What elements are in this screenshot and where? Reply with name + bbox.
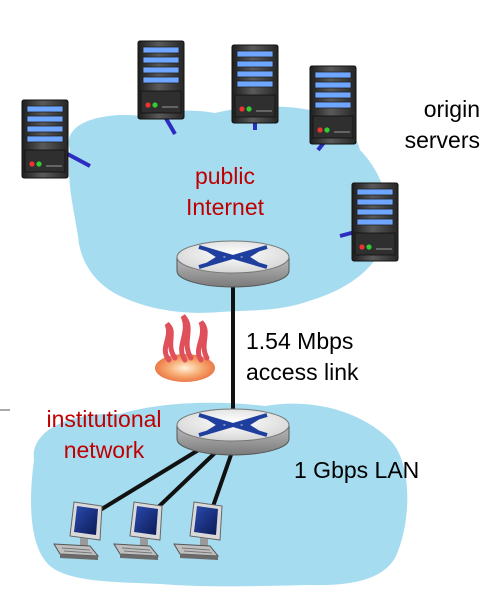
access-link-line-1: 1.54 Mbps <box>246 328 354 354</box>
lan-link-host-1 <box>90 444 207 517</box>
institutional-network-line-1: institutional <box>46 406 162 432</box>
server-icon <box>21 99 69 179</box>
origin-servers-line-2: servers <box>404 127 480 153</box>
lan-link-host-2 <box>148 448 220 517</box>
router-icon <box>175 239 291 289</box>
public-internet-line-2: Internet <box>186 194 264 220</box>
lan-label: 1 Gbps LAN <box>294 457 420 483</box>
server-icon <box>231 44 279 124</box>
access-link-label: 1.54 Mbps access link <box>246 326 386 388</box>
router-icon <box>175 407 291 457</box>
heat-flame-icon <box>155 314 215 382</box>
public-internet-line-1: public <box>194 163 256 189</box>
access-link-line-2: access link <box>246 359 359 385</box>
institutional-network-line-2: network <box>63 437 145 463</box>
institutional-network-label: institutional network <box>30 404 178 466</box>
origin-servers-line-1: origin <box>423 96 480 122</box>
server-icon <box>309 65 357 145</box>
origin-servers-label: origin servers <box>380 94 480 156</box>
public-internet-label: public Internet <box>170 161 280 223</box>
server-icon <box>351 182 399 262</box>
public-internet-cloud <box>68 106 389 313</box>
server-icon <box>137 40 185 120</box>
